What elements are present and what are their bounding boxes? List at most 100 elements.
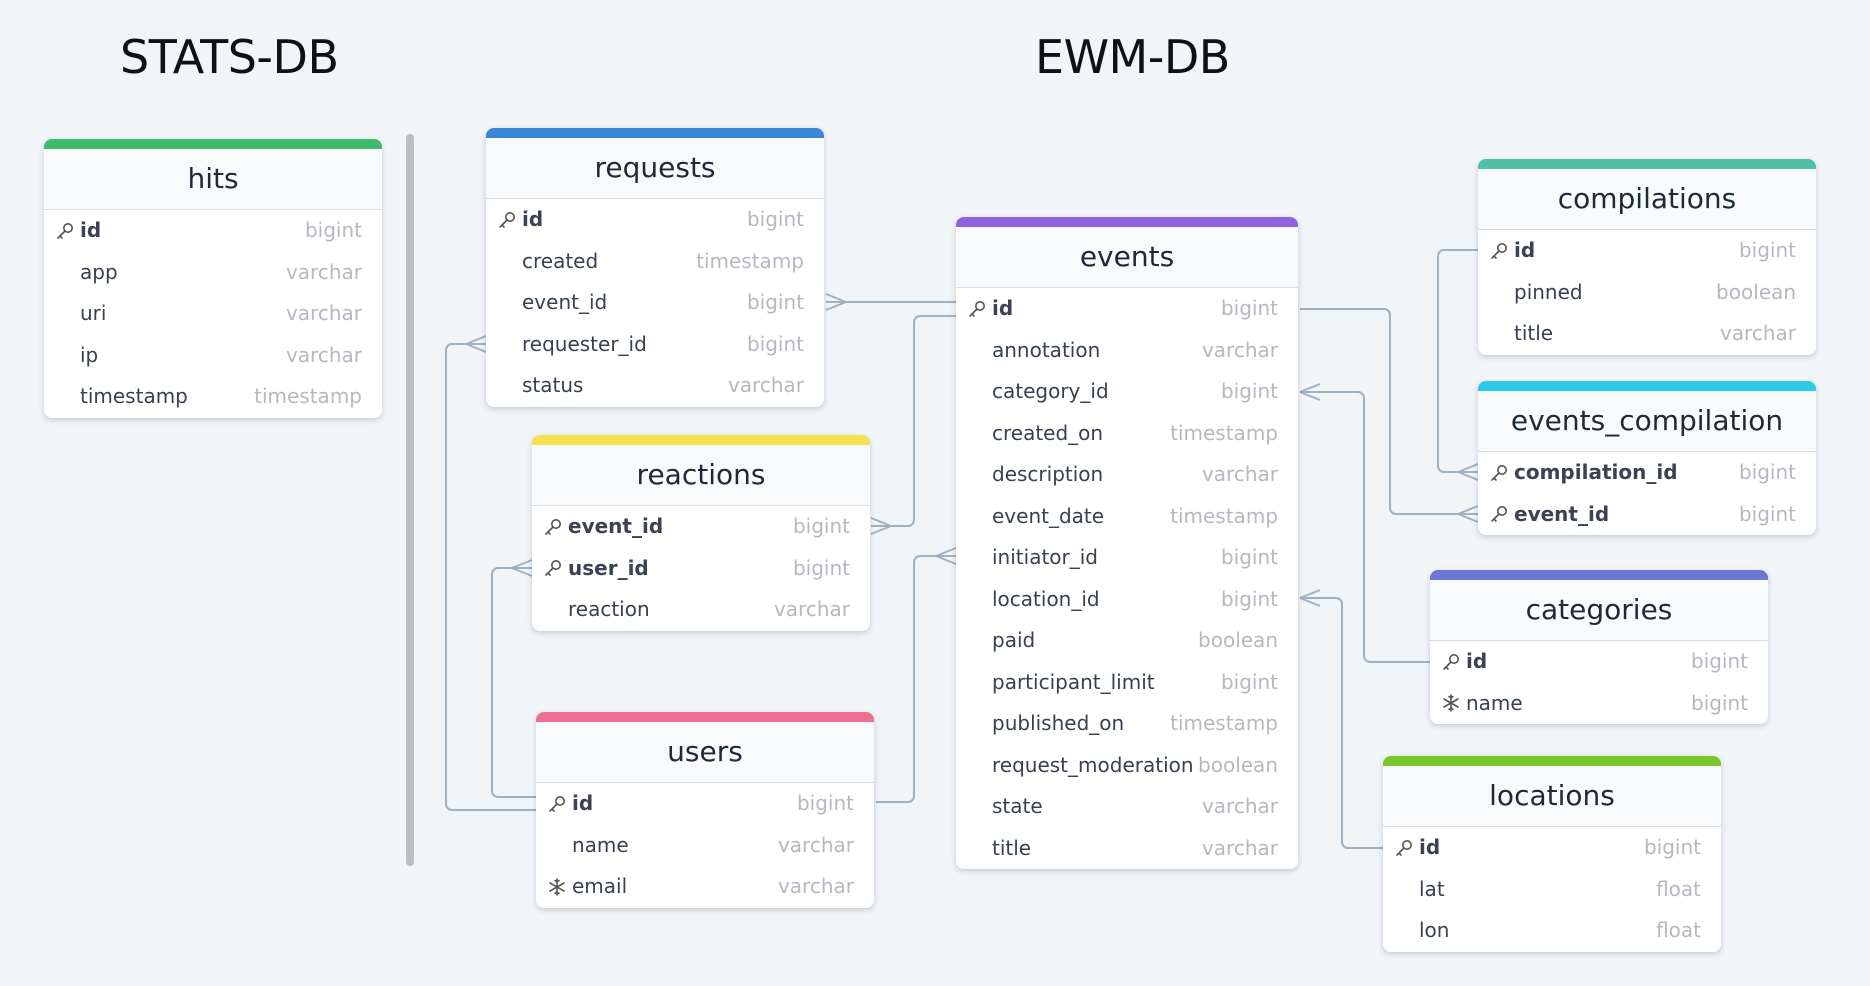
field-type: bigint [1690, 649, 1748, 673]
field-type: bigint [1220, 379, 1278, 403]
rel-events-ec [1300, 308, 1478, 515]
field-row[interactable]: event_id bigint [532, 506, 870, 548]
field-name: request_moderation [992, 752, 1194, 777]
table-title: compilations [1478, 169, 1816, 230]
field-name: ip [80, 342, 99, 367]
field-row[interactable]: requester_id bigint [486, 324, 824, 366]
field-name: id [1514, 238, 1536, 262]
field-row[interactable]: event_date timestamp [956, 496, 1298, 538]
field-name: email [572, 874, 628, 898]
ewm-db-heading: EWM-DB [1035, 30, 1230, 84]
key-icon [1488, 494, 1510, 536]
field-name: uri [80, 301, 107, 325]
field-name: location_id [992, 586, 1100, 611]
field-name: participant_limit [992, 669, 1155, 694]
field-type: bigint [792, 514, 850, 538]
field-type: bigint [1738, 501, 1796, 526]
field-type: varchar [773, 597, 850, 621]
field-row[interactable]: participant_limit bigint [956, 662, 1298, 704]
field-name: status [522, 373, 584, 397]
rel-compilations-ec [1437, 249, 1478, 473]
field-type: timestamp [1170, 420, 1278, 445]
field-type: bigint [792, 555, 850, 580]
field-name: created [522, 248, 599, 273]
field-type: bigint [796, 791, 854, 815]
field-type: bigint [304, 218, 362, 242]
field-type: varchar [777, 874, 854, 898]
field-name: event_date [992, 503, 1105, 528]
field-name: event_id [568, 514, 664, 538]
field-name: lon [1419, 918, 1450, 942]
field-name: timestamp [80, 384, 188, 408]
field-name: title [1514, 321, 1554, 345]
field-type: varchar [1719, 321, 1796, 345]
crowfoot-reactions-user [511, 559, 533, 577]
key-icon [542, 506, 564, 548]
snowflake-icon [546, 866, 568, 908]
field-type: bigint [1220, 669, 1278, 694]
crowfoot-events-category [1299, 383, 1321, 401]
field-type: bigint [746, 331, 804, 356]
key-icon [496, 199, 518, 241]
field-type: timestamp [1170, 503, 1278, 528]
rel-users-reactions [491, 567, 536, 798]
crowfoot-reactions-event [870, 517, 892, 535]
field-name: requester_id [522, 331, 647, 356]
field-type: varchar [1201, 794, 1278, 818]
field-name: published_on [992, 711, 1125, 735]
rel-users-events [876, 555, 956, 803]
field-type: timestamp [1170, 711, 1278, 735]
table-title: events [956, 227, 1298, 288]
table-title: categories [1430, 580, 1768, 641]
field-row[interactable]: title varchar [1478, 313, 1816, 355]
field-row[interactable]: published_on timestamp [956, 703, 1298, 745]
key-icon [1440, 641, 1462, 683]
key-icon [1488, 452, 1510, 494]
field-row[interactable]: email varchar [536, 866, 874, 908]
field-name: name [572, 832, 629, 857]
field-name: title [992, 835, 1032, 860]
